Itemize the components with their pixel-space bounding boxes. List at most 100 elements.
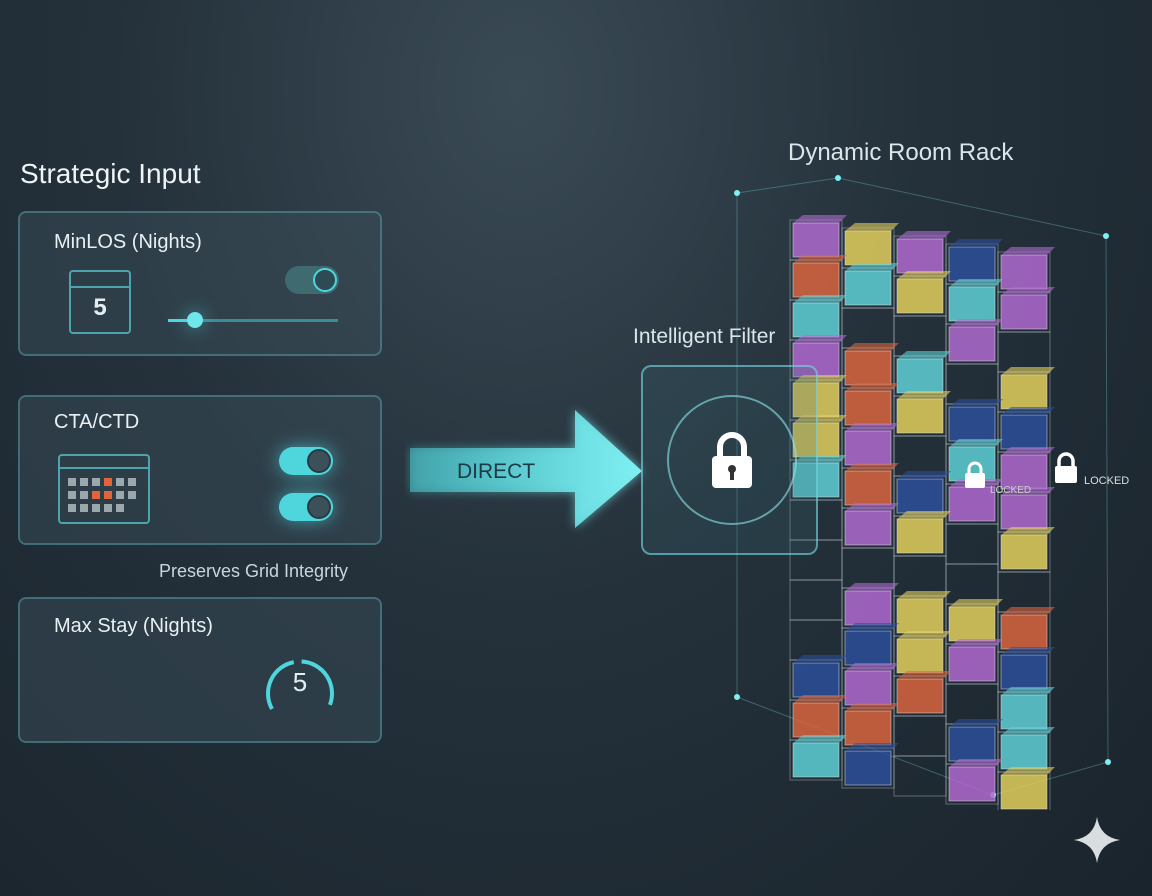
room-block [1000, 614, 1048, 650]
room-block-top [949, 399, 1003, 407]
room-block [792, 702, 840, 738]
calendar-day [80, 504, 88, 512]
room-block [844, 470, 892, 506]
minlos-toggle[interactable] [285, 266, 339, 294]
room-block-top [1001, 407, 1055, 415]
room-block [948, 326, 996, 362]
minlos-value-box[interactable]: 5 [69, 270, 131, 334]
locked-label-2: LOCKED [990, 485, 1032, 496]
room-block-top [845, 263, 899, 271]
room-block-top [897, 511, 951, 519]
room-block [1000, 654, 1048, 690]
room-block [896, 598, 944, 634]
room-block-top [793, 255, 847, 263]
rack-node [734, 694, 740, 700]
room-block [896, 478, 944, 514]
room-block [948, 406, 996, 442]
rack-cell [841, 547, 895, 589]
minlos-slider[interactable] [168, 312, 338, 328]
room-block-top [1001, 647, 1055, 655]
room-block-top [1001, 767, 1055, 775]
room-block-top [793, 415, 847, 423]
rack-cell [789, 619, 843, 661]
rack-cell [945, 683, 999, 725]
preserves-grid-note: Preserves Grid Integrity [159, 561, 349, 581]
room-block-top [845, 583, 899, 591]
room-block-top [1001, 287, 1055, 295]
room-block [1000, 374, 1048, 410]
room-block [792, 262, 840, 298]
calendar-day [80, 478, 88, 486]
room-block [844, 590, 892, 626]
room-block [1000, 294, 1048, 330]
room-block-top [897, 391, 951, 399]
max-stay-gauge[interactable] [258, 649, 342, 719]
room-block-top [845, 423, 899, 431]
room-block [1000, 694, 1048, 730]
max-stay-value: 5 [292, 667, 308, 697]
intelligent-filter-label: Intelligent Filter [633, 325, 776, 348]
room-block [948, 286, 996, 322]
room-block-top [897, 271, 951, 279]
room-block [844, 630, 892, 666]
room-block-top [949, 439, 1003, 447]
room-block-top [845, 383, 899, 391]
calendar-day [92, 478, 100, 486]
room-block [1000, 534, 1048, 570]
room-block-top [897, 471, 951, 479]
slider-handle[interactable] [187, 312, 204, 328]
room-block [896, 358, 944, 394]
rack-cell [893, 715, 947, 757]
rack-node [734, 190, 740, 196]
room-block [948, 726, 996, 762]
room-block [844, 710, 892, 746]
room-block-top [845, 463, 899, 471]
calendar-day [68, 478, 76, 486]
room-block [1000, 414, 1048, 450]
rack-cell [945, 563, 999, 605]
rack-node [835, 175, 841, 181]
ctd-toggle[interactable] [279, 493, 333, 521]
lock-icon [712, 432, 752, 488]
room-block-top [845, 623, 899, 631]
room-block-top [1001, 527, 1055, 535]
locked-label: LOCKED [1084, 475, 1130, 487]
calendar-icon [58, 454, 150, 524]
room-block-top [949, 639, 1003, 647]
room-block [844, 390, 892, 426]
room-block [792, 662, 840, 698]
room-block-top [949, 759, 1003, 767]
room-block [896, 278, 944, 314]
room-block-top [793, 335, 847, 343]
room-block-top [949, 279, 1003, 287]
room-block-top [949, 239, 1003, 247]
rack-cell [945, 363, 999, 405]
rack-cell [997, 331, 1051, 373]
minlos-value: 5 [93, 294, 107, 321]
room-block-top [793, 295, 847, 303]
rack-cell [893, 755, 947, 797]
rack-cell [997, 571, 1051, 613]
rack-node [1103, 233, 1109, 239]
room-block [948, 486, 996, 522]
room-block [948, 766, 996, 802]
room-block-top [1001, 367, 1055, 375]
room-block [792, 222, 840, 258]
room-block [792, 742, 840, 778]
room-block-top [845, 743, 899, 751]
room-block [948, 606, 996, 642]
minlos-label: MinLOS (Nights) [54, 231, 202, 253]
room-block [1000, 254, 1048, 290]
room-block-top [1001, 687, 1055, 695]
room-block [844, 510, 892, 546]
rack-cell [893, 555, 947, 597]
sparkle-icon [1074, 817, 1120, 863]
strategic-input-title: Strategic Input [20, 158, 201, 189]
rack-title: Dynamic Room Rack [788, 139, 1014, 166]
room-block [844, 350, 892, 386]
room-block-top [949, 319, 1003, 327]
room-block-top [793, 215, 847, 223]
direct-label: DIRECT [457, 460, 536, 483]
calendar-day [104, 491, 112, 499]
cta-toggle[interactable] [279, 447, 333, 475]
